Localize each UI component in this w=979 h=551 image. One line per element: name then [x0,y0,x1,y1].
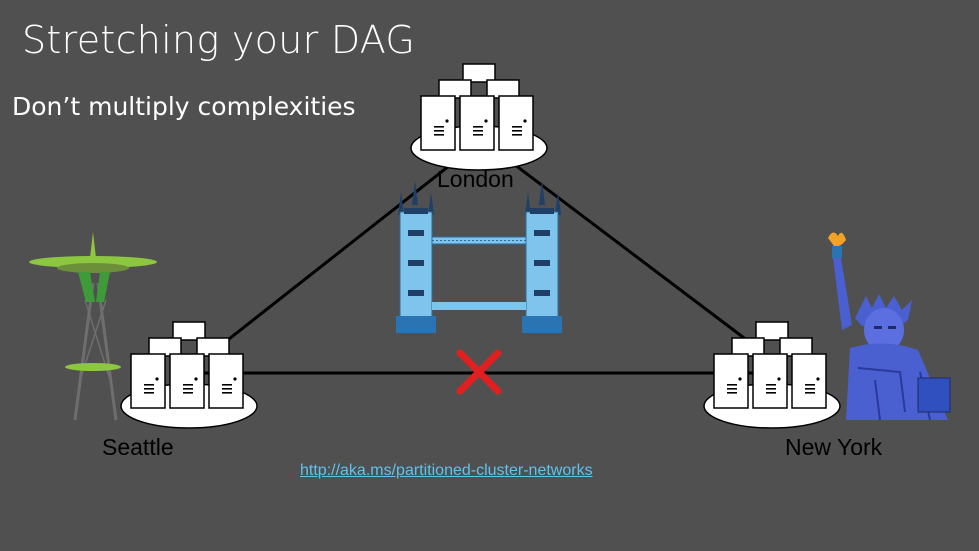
site-label-new-york: New York [785,434,883,460]
space-needle-icon [29,232,157,421]
link-london-newyork [481,138,761,352]
slide-subtitle: Don’t multiply complexities [12,92,356,121]
statue-of-liberty-icon [828,232,951,421]
broken-link-x-icon [456,349,502,395]
server-cluster-icon-newyork [704,322,840,428]
link-london-seattle [214,138,483,352]
reference-link[interactable]: http://aka.ms/partitioned-cluster-networ… [300,462,593,479]
site-label-london: London [437,166,514,192]
tower-bridge-icon [396,180,562,333]
server-cluster-icon-london [411,64,547,170]
server-cluster-icon-seattle [121,322,257,428]
slide-title: Stretching your DAG [22,18,416,62]
site-label-seattle: Seattle [102,434,174,460]
